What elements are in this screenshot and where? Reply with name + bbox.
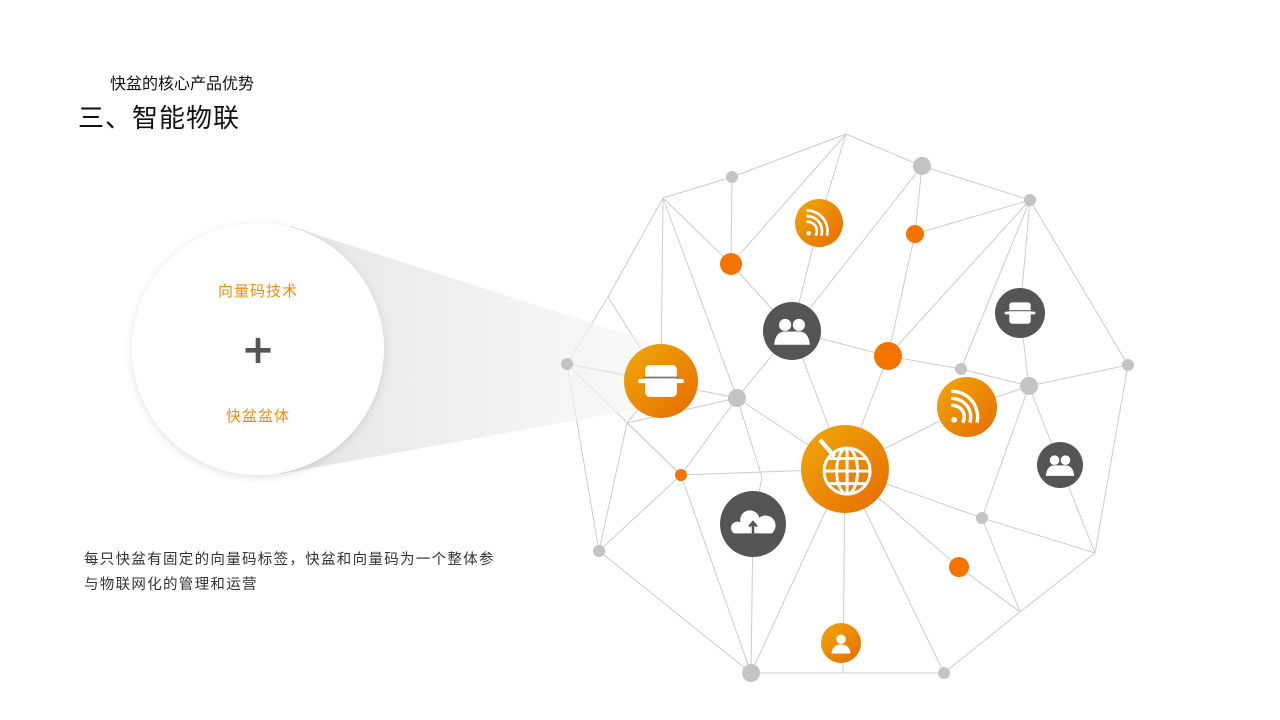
- network-link: [626, 422, 682, 476]
- orange-node: [874, 342, 902, 370]
- gray-node: [561, 358, 573, 370]
- focus-circle: [132, 223, 384, 475]
- network-link: [845, 133, 923, 167]
- network-link: [730, 176, 733, 265]
- network-link: [607, 197, 664, 298]
- gray-node: [1122, 359, 1134, 371]
- gray-node: [728, 389, 746, 407]
- network-link: [921, 165, 1031, 201]
- plus-sign: +: [241, 327, 275, 373]
- gray-node: [913, 157, 931, 175]
- network-link: [662, 197, 732, 265]
- network-link: [736, 397, 763, 478]
- network-link: [730, 133, 847, 265]
- gray-node: [976, 512, 988, 524]
- users-icon: [763, 302, 821, 360]
- users-icon: [1037, 442, 1083, 488]
- network-link: [887, 233, 916, 357]
- network-link: [943, 611, 1021, 674]
- gray-node: [742, 664, 760, 682]
- network-link: [960, 368, 1030, 387]
- orange-node: [906, 225, 924, 243]
- network-link: [914, 199, 1031, 235]
- network-link: [914, 165, 923, 235]
- pot-icon: [995, 288, 1045, 338]
- network-link: [981, 517, 1021, 613]
- network-link: [662, 197, 738, 399]
- gray-node: [1020, 377, 1038, 395]
- network-icons: [624, 199, 1083, 663]
- network-link: [887, 199, 1031, 357]
- network-link: [598, 422, 628, 552]
- pot-icon: [624, 344, 698, 418]
- slide-title: 三、智能物联: [78, 104, 241, 134]
- description-text: 每只快盆有固定的向量码标签，快盆和向量码为一个整体参与物联网化的管理和运营: [84, 552, 495, 593]
- network-link: [1029, 199, 1129, 366]
- orange-node: [949, 557, 969, 577]
- network-link: [960, 199, 1031, 370]
- network-link: [731, 133, 847, 178]
- network-link: [981, 385, 1030, 519]
- gray-node: [955, 363, 967, 375]
- rss-icon: [937, 377, 997, 437]
- vector-code-label: 向量码技术: [217, 282, 298, 300]
- globe-icon: [801, 425, 889, 513]
- rss-icon: [795, 199, 843, 247]
- pot-body-label: 快盆盆体: [225, 407, 290, 425]
- gray-node: [1024, 194, 1036, 206]
- gray-node: [593, 545, 605, 557]
- network-nodes: [561, 157, 1134, 682]
- network-link: [1028, 364, 1129, 387]
- orange-node: [675, 469, 687, 481]
- network-link: [598, 474, 682, 552]
- network-link: [1094, 364, 1129, 554]
- focus-cone: [280, 226, 660, 474]
- network-link: [680, 397, 738, 476]
- orange-node: [720, 253, 742, 275]
- slide-subtitle: 快盆的核心产品优势: [110, 74, 255, 93]
- gray-node: [938, 667, 950, 679]
- cloud-upload-icon: [720, 491, 786, 557]
- network-link: [662, 176, 733, 199]
- network-link: [598, 550, 752, 674]
- network-link: [958, 566, 1021, 613]
- network-link: [680, 474, 752, 674]
- network-link: [791, 165, 923, 332]
- network-link: [1019, 552, 1096, 613]
- gray-node: [726, 171, 738, 183]
- network-links: [566, 133, 1129, 674]
- user-icon: [821, 623, 861, 663]
- network-link: [981, 517, 1096, 554]
